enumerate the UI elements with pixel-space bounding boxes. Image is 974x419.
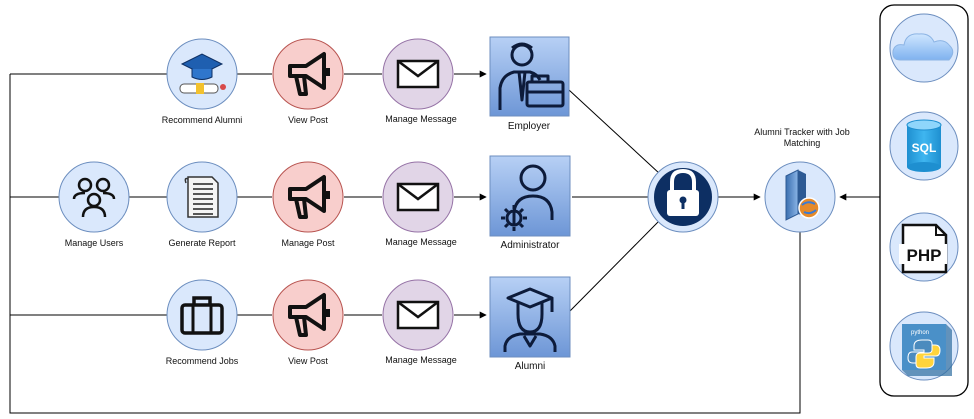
node-recommend-alumni[interactable] [166, 38, 238, 110]
manage-message-label: Manage Message [385, 114, 457, 124]
megaphone-icon [288, 175, 330, 219]
node-manage-users[interactable] [58, 161, 130, 233]
sql-label: SQL [912, 141, 937, 155]
role-alumni-label: Alumni [514, 361, 546, 372]
envelope-icon [396, 59, 440, 89]
manage-post-label: Manage Post [281, 238, 335, 248]
manage-users-label: Manage Users [64, 238, 124, 248]
businessman-briefcase-icon [498, 42, 565, 110]
briefcase-icon [180, 296, 224, 335]
manage-message-label: Manage Message [385, 237, 457, 247]
security-lock-node[interactable] [647, 161, 719, 233]
view-post-label: View Post [288, 115, 328, 125]
graduation-cap-diploma-icon [179, 53, 226, 94]
node-view-post[interactable] [272, 279, 344, 351]
manage-message-label: Manage Message [385, 355, 457, 365]
tech-php-node[interactable]: PHP [889, 212, 959, 282]
role-alumni[interactable] [489, 276, 571, 358]
server-globe-icon [785, 169, 820, 221]
role-administrator[interactable] [489, 155, 571, 237]
role-employer-label: Employer [507, 121, 551, 132]
report-document-icon [184, 176, 219, 218]
connectors [9, 70, 928, 414]
system-node[interactable] [764, 161, 836, 233]
recommend-alumni-label: Recommend Alumni [161, 115, 243, 125]
recommend-jobs-label: Recommend Jobs [165, 356, 239, 366]
left-bracket-line [9, 74, 801, 414]
admin-gear-user-icon [501, 164, 554, 231]
cloud-icon [892, 33, 954, 61]
generate-report-label: Generate Report [168, 238, 236, 248]
node-view-post[interactable] [272, 38, 344, 110]
megaphone-icon [288, 293, 330, 337]
node-manage-post[interactable] [272, 161, 344, 233]
role-employer[interactable] [489, 36, 570, 117]
tech-sql-node[interactable]: SQL [889, 111, 959, 181]
tech-stack-panel [879, 4, 969, 397]
tech-cloud-node[interactable] [889, 13, 959, 83]
padlock-icon [667, 168, 699, 216]
node-recommend-jobs[interactable] [166, 279, 238, 351]
php-label: PHP [907, 246, 942, 265]
graduate-student-icon [503, 287, 557, 352]
tech-python-node[interactable]: python [889, 311, 959, 381]
envelope-icon [396, 182, 440, 212]
python-label: python [911, 330, 929, 336]
view-post-label: View Post [288, 356, 328, 366]
php-file-icon: PHP [899, 223, 948, 274]
sql-database-icon: SQL [906, 119, 942, 172]
node-manage-message[interactable] [382, 161, 454, 233]
users-group-icon [72, 177, 116, 218]
system-label: Alumni Tracker with Job Matching [754, 127, 850, 148]
envelope-icon [396, 300, 440, 330]
megaphone-icon [288, 52, 330, 96]
role-administrator-label: Administrator [500, 240, 560, 251]
node-manage-message[interactable] [382, 279, 454, 351]
python-logo-icon: python [902, 324, 952, 376]
node-generate-report[interactable] [166, 161, 238, 233]
node-manage-message[interactable] [382, 38, 454, 110]
